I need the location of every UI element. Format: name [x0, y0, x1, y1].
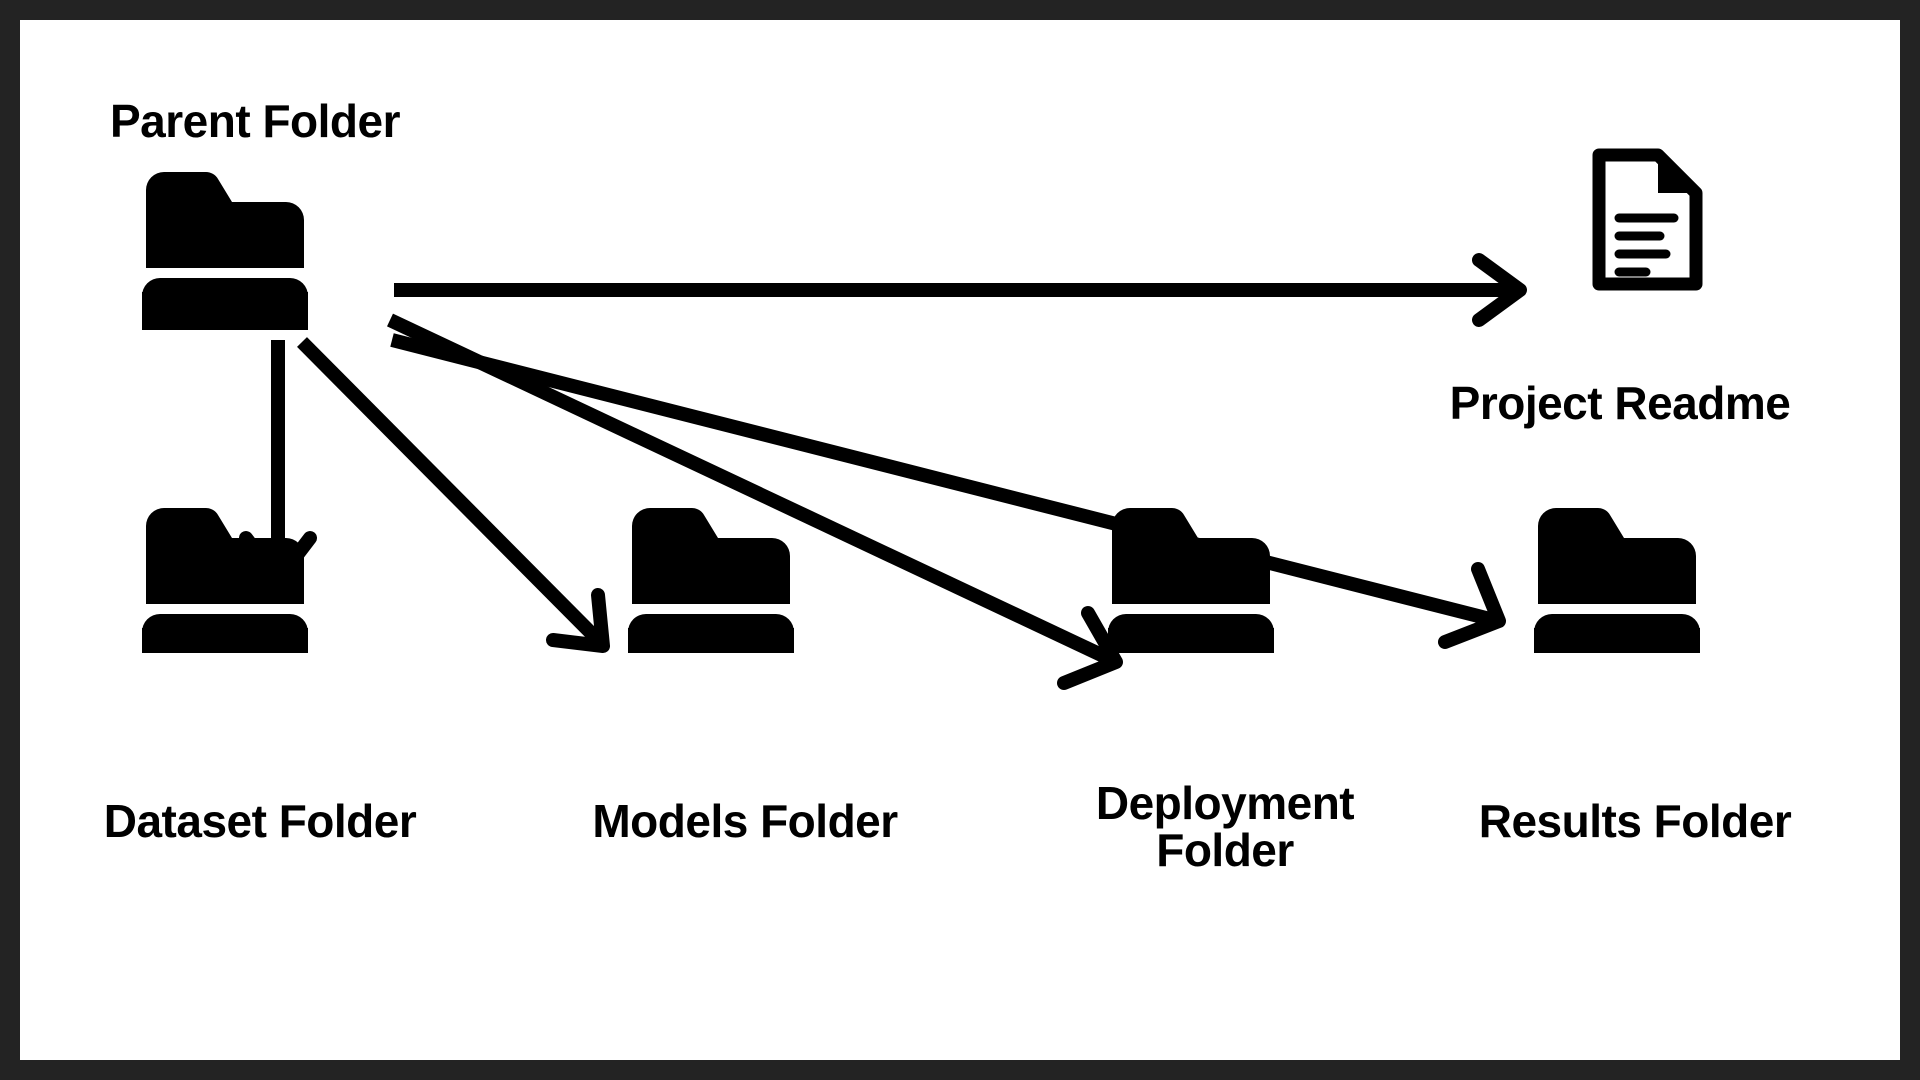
node-label-models-folder: Models Folder	[592, 795, 898, 847]
page-title: Parent Folder	[110, 95, 401, 147]
folder-icon-body	[1534, 628, 1700, 652]
parent-folder-icon[interactable]	[142, 172, 308, 330]
node-label-dataset-folder: Dataset Folder	[103, 795, 417, 847]
folder-icon-body	[142, 628, 308, 652]
folder-icon-back-tab	[146, 172, 304, 268]
diagram-canvas	[142, 148, 1703, 690]
folder-icon-body	[142, 292, 308, 330]
models-folder-icon[interactable]	[628, 508, 794, 653]
connector-parent-to-results-folder	[390, 333, 1506, 649]
document-icon-folded-corner	[1658, 155, 1696, 193]
node-label-project-readme: Project Readme	[1449, 377, 1791, 429]
folder-icon-body	[628, 628, 794, 652]
results-folder-icon[interactable]	[1534, 508, 1700, 653]
deployment-folder-icon[interactable]	[1108, 508, 1274, 653]
connector-parent-to-project-readme	[394, 253, 1527, 327]
node-label-deployment-folder-line-1: Deployment	[1095, 777, 1355, 829]
connector-parent-to-models-folder	[297, 337, 610, 653]
folder-icon-body	[1108, 628, 1274, 652]
document-icon-text-lines	[1614, 213, 1679, 277]
node-label-results-folder: Results Folder	[1478, 795, 1792, 847]
dataset-folder-icon[interactable]	[142, 508, 308, 653]
folder-icon-back-tab	[1112, 508, 1270, 604]
folder-icon-back-tab	[1538, 508, 1696, 604]
diagram-frame: Parent Folder Project Readme Dataset Fol…	[20, 20, 1900, 1060]
connector-group	[239, 253, 1527, 690]
node-label-deployment-folder-line-2: Folder	[1156, 823, 1294, 876]
folder-icon-back-tab	[146, 508, 304, 604]
folder-icon-back-tab	[632, 508, 790, 604]
document-icon[interactable]	[1592, 148, 1703, 291]
